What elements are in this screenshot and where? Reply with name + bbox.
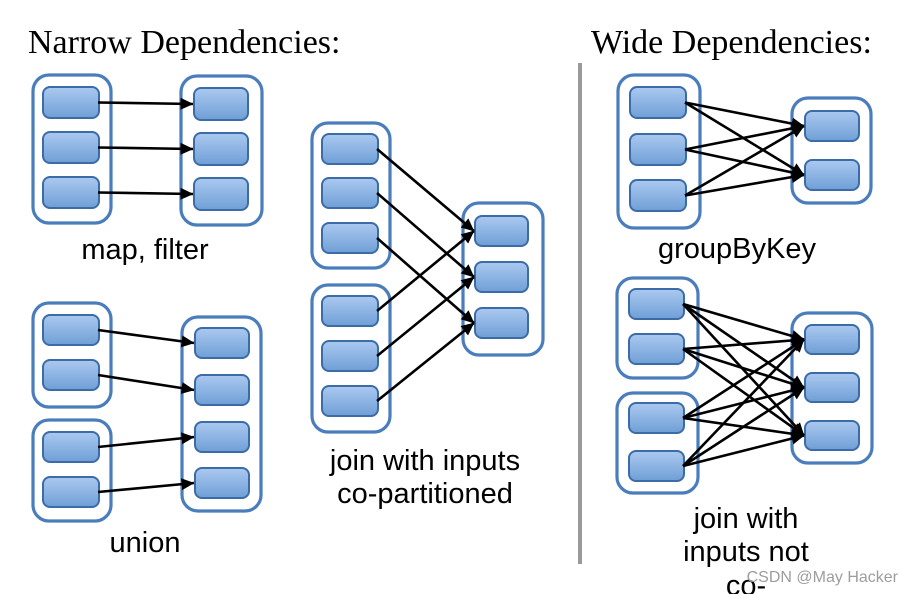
partition-block [193, 177, 249, 211]
dependency-arrow [376, 148, 475, 232]
rdd-box [180, 315, 263, 513]
map-filter-label: map, filter [81, 234, 209, 266]
dependency-arrow [97, 478, 195, 494]
dependency-arrow [376, 321, 475, 403]
partition-block [194, 421, 250, 453]
partition-block [321, 340, 379, 372]
partition-block [193, 132, 249, 166]
partition-block [321, 222, 379, 254]
join-not-co-partitioned-label: join with inputs not co-partitioned [683, 503, 809, 594]
partition-block [804, 324, 860, 355]
dependency-arrow [684, 171, 805, 197]
dependency-arrow [682, 347, 805, 437]
dependency-arrow [682, 302, 805, 342]
dependency-arrow [682, 347, 805, 390]
dependency-arrow [376, 229, 475, 313]
narrow-dependencies-title: Narrow Dependencies: [28, 24, 341, 61]
partition-block [194, 467, 250, 499]
partition-block [42, 359, 100, 391]
watermark-text: CSDN @May Hacker [746, 569, 898, 586]
dependency-arrow [97, 373, 195, 394]
partition-block [804, 372, 860, 403]
partition-block [321, 133, 379, 165]
dependency-arrow [376, 275, 475, 358]
dependency-arrow [682, 303, 805, 437]
partition-block [628, 333, 685, 365]
partition-block [804, 159, 860, 191]
partition-block [474, 307, 529, 339]
dependency-arrow [97, 187, 194, 200]
dependency-arrow [682, 432, 805, 468]
dependency-arrow [682, 338, 805, 467]
dependency-arrow [682, 302, 805, 389]
dependency-arrow [682, 338, 805, 420]
partition-block [628, 402, 685, 434]
partition-block [42, 314, 100, 346]
partition-block [194, 374, 250, 406]
partition-block [321, 385, 379, 417]
diagram-map-filter [31, 73, 264, 227]
dependency-arrow [97, 97, 194, 110]
partition-block [193, 87, 249, 121]
groupbykey-label: groupByKey [658, 233, 816, 265]
dependency-arrow [97, 432, 195, 449]
dependency-arrow [684, 101, 805, 130]
dependency-arrow [97, 142, 194, 155]
diagram-join-not-co-partitioned [615, 276, 874, 495]
partition-block [804, 110, 860, 142]
partition-block [629, 133, 687, 166]
partition-block [474, 215, 529, 247]
dependency-arrow [682, 334, 805, 351]
partition-block [321, 177, 379, 209]
partition-block [194, 327, 250, 359]
join-co-partitioned-label: join with inputs co-partitioned [329, 445, 521, 511]
wide-dependencies-title: Wide Dependencies: [591, 24, 872, 61]
dependency-arrow [376, 237, 475, 324]
partition-block [42, 131, 100, 164]
dependency-arrow [684, 124, 805, 197]
partition-block [321, 295, 379, 327]
partition-block [42, 86, 100, 119]
partition-block [628, 450, 685, 482]
partition-block [42, 431, 100, 463]
union-label: union [109, 527, 181, 559]
dependency-arrow [376, 192, 475, 278]
diagram-union [31, 301, 263, 523]
partition-block [474, 261, 529, 293]
dependency-arrow [684, 122, 805, 151]
partition-block [804, 420, 860, 451]
partition-block [42, 476, 100, 508]
partition-block [629, 179, 687, 212]
dependency-arrow [682, 386, 805, 468]
partition-block [42, 176, 100, 209]
diagram-groupByKey [616, 73, 873, 230]
partition-block [629, 86, 687, 119]
partition-block [628, 288, 685, 320]
dependency-arrow [97, 328, 195, 348]
diagram-join-co-partitioned [310, 121, 545, 434]
